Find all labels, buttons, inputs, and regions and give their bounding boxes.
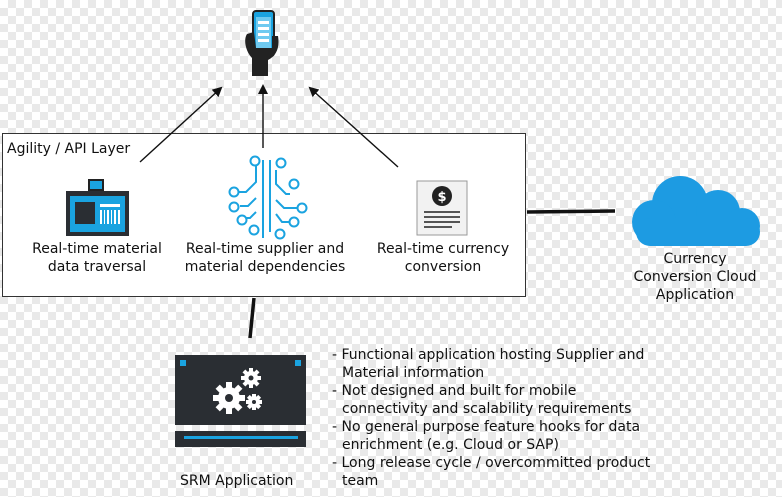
arrow-traversal-to-mobile [139,86,223,163]
note-item: - Not designed and built for mobile conn… [332,383,632,417]
cloud-label-line2: Conversion Cloud [633,269,757,285]
server-gears-icon [175,355,306,447]
note-item: - Functional application hosting Supplie… [332,347,645,381]
dollar-document-icon: $ [416,180,468,236]
note-item: - No general purpose feature hooks for d… [332,419,641,453]
traversal-label-line2: data traversal [47,259,147,275]
mobile-phone-icon [245,10,279,76]
traversal-label: Real-time material data traversal [17,240,177,276]
cloud-icon [632,176,760,246]
currency-label-line2: conversion [404,259,482,275]
cloud-label: Currency Conversion Cloud Application [625,250,765,304]
currency-label-line1: Real-time currency [376,241,510,257]
traversal-label-line1: Real-time material [32,241,162,257]
arrow-currency-to-mobile [308,86,399,168]
dependencies-label-line2: material dependencies [184,259,346,275]
note-item: - Long release cycle / overcommitted pro… [332,455,651,489]
dependencies-label: Real-time supplier and material dependen… [175,240,355,276]
cloud-label-line3: Application [655,287,735,303]
circuit-tree-icon [228,155,308,240]
currency-label: Real-time currency conversion [363,240,523,276]
svg-text:$: $ [437,190,446,205]
connector-layer-to-cloud [526,209,616,214]
id-badge-icon [66,179,129,236]
srm-notes-list: - Functional application hosting Supplie… [332,346,662,490]
layer-title: Agility / API Layer [7,141,131,157]
cloud-label-line1: Currency [663,251,727,267]
connector-srm-to-layer [248,297,256,339]
dependencies-label-line1: Real-time supplier and [185,241,345,257]
srm-label: SRM Application [180,473,294,489]
